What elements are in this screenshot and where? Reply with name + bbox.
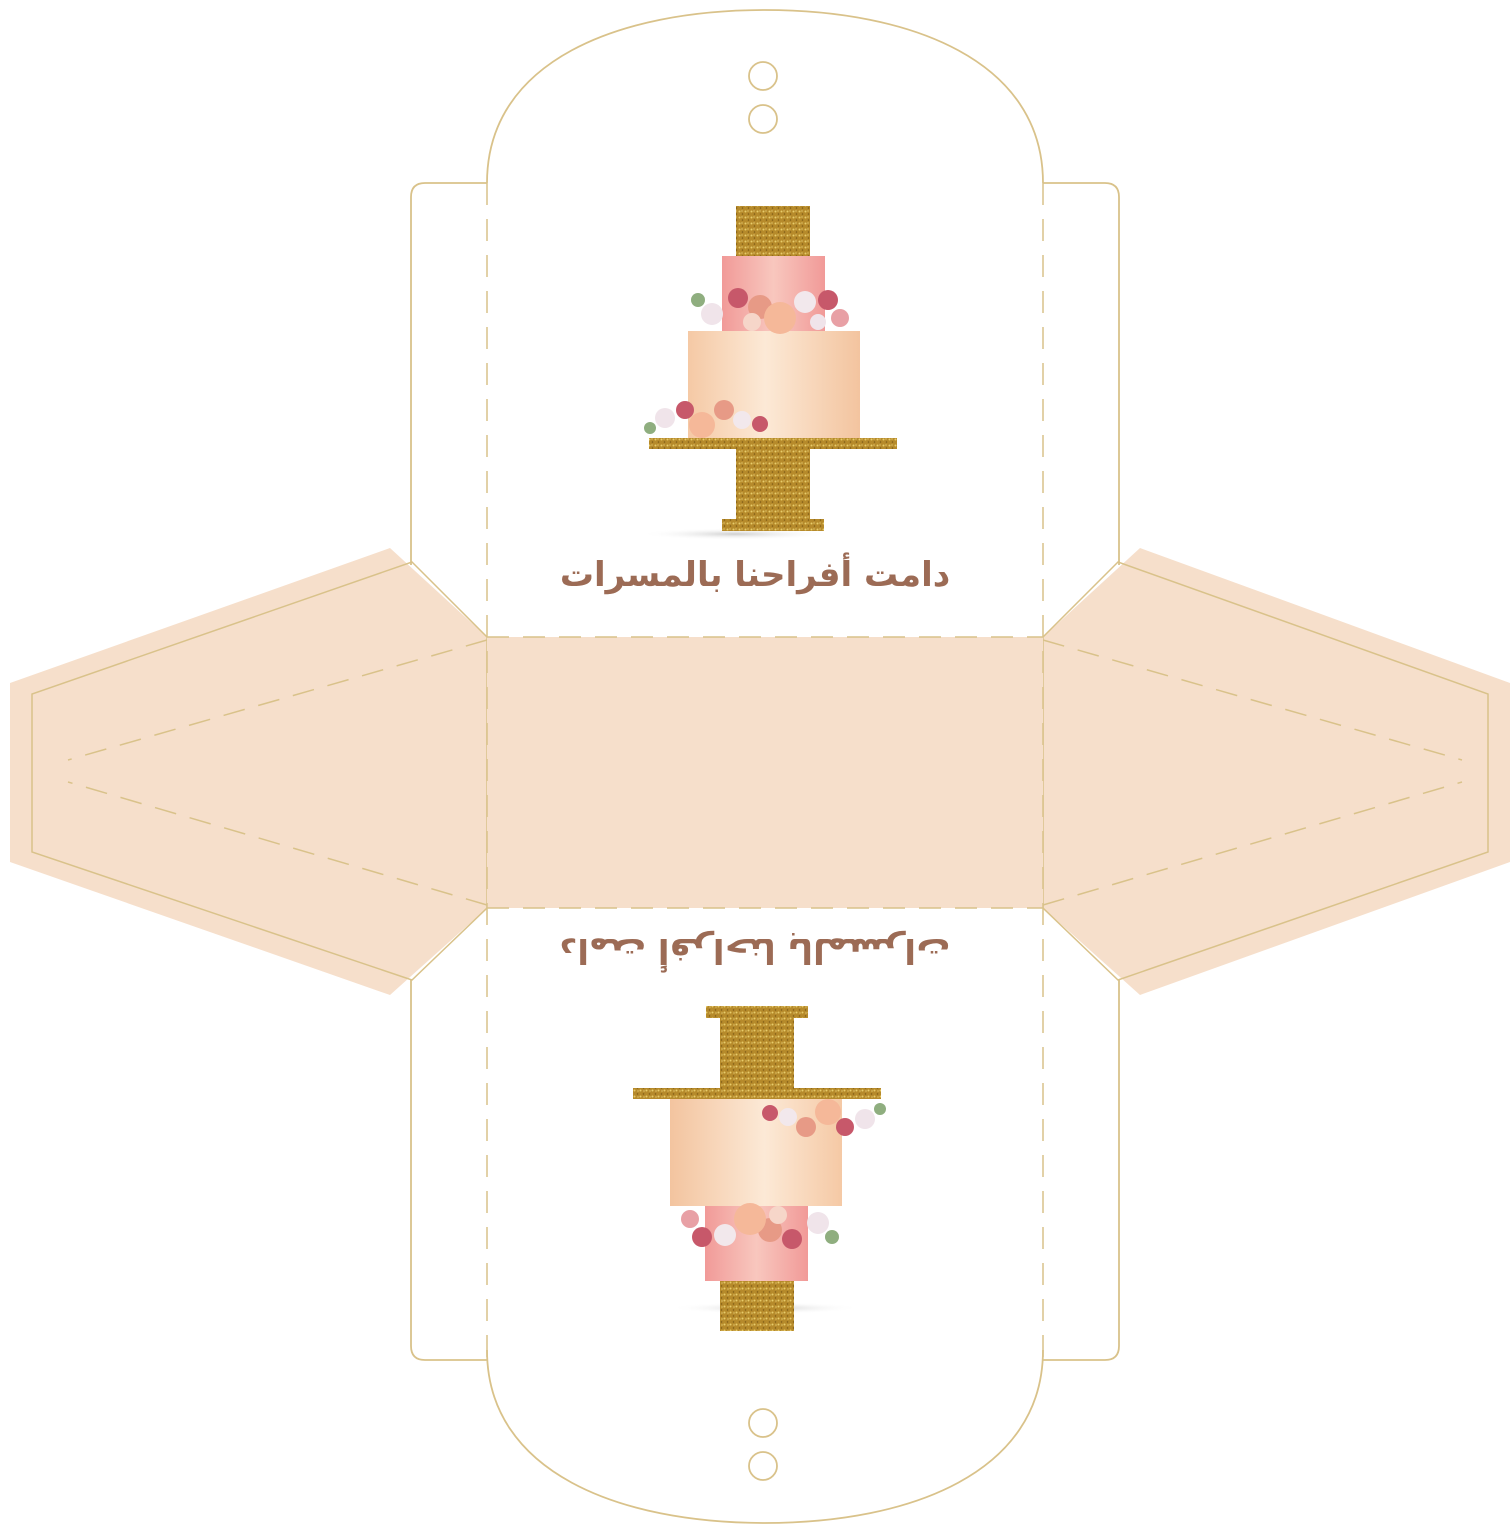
right-side-flap [1042,548,1510,995]
ribbon-holes-bottom [748,1408,778,1481]
ribbon-holes-top [748,61,778,134]
greeting-text-bottom: دامت أفراحنا بالمسرات [559,930,951,970]
center-band [487,637,1043,908]
left-side-flap [10,548,488,995]
box-outline [410,9,1120,1524]
cake-icon-top [640,206,897,540]
flowers-icon [644,288,849,438]
cake-icon-bottom [633,1006,886,1331]
fold-lines [486,183,1044,1360]
greeting-text-top: دامت أفراحنا بالمسرات [559,555,951,595]
flowers-icon [681,1099,886,1249]
